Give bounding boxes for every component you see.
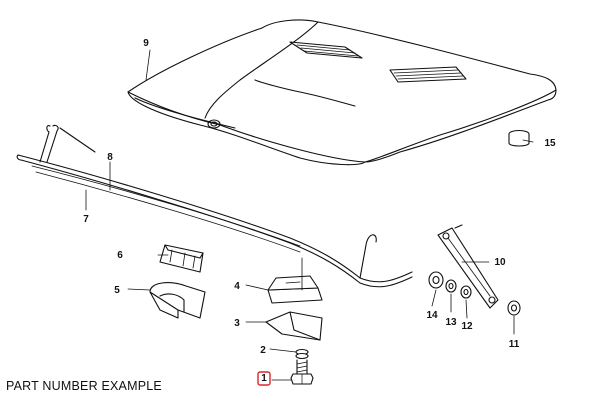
bushing-14 xyxy=(428,271,444,289)
callout-13: 13 xyxy=(445,317,457,328)
callout-3: 3 xyxy=(234,318,240,329)
retaining-clip xyxy=(159,244,204,273)
rubber-clip xyxy=(149,282,206,319)
callout-10: 10 xyxy=(494,257,506,268)
washer-12 xyxy=(460,285,472,299)
callout-15: 15 xyxy=(544,138,556,149)
rubber-buffer xyxy=(508,129,530,147)
engine-hood xyxy=(127,19,557,166)
hood-support-rod xyxy=(16,124,413,288)
lower-hinge-bracket xyxy=(265,311,323,341)
callout-2: 2 xyxy=(260,345,266,356)
callout-1: 1 xyxy=(261,373,267,384)
callout-12: 12 xyxy=(461,321,473,332)
grommet-11 xyxy=(507,300,521,316)
callout-14: 14 xyxy=(426,310,438,321)
hood-stay-bracket xyxy=(437,224,499,309)
washer-2 xyxy=(295,348,309,360)
callout-6: 6 xyxy=(117,250,123,261)
upper-hinge-bracket xyxy=(267,275,323,304)
leader-lines xyxy=(85,49,534,381)
callout-7: 7 xyxy=(83,214,89,225)
callout-5: 5 xyxy=(114,285,120,296)
callout-9: 9 xyxy=(143,38,149,49)
hex-bolt xyxy=(290,359,314,385)
callout-4: 4 xyxy=(234,281,240,292)
callout-8: 8 xyxy=(107,152,113,163)
caption: PART NUMBER EXAMPLE xyxy=(6,379,162,393)
callout-11: 11 xyxy=(509,339,520,350)
washer-13 xyxy=(445,279,457,293)
rod-seal xyxy=(31,165,301,253)
highlight-box xyxy=(257,371,271,386)
